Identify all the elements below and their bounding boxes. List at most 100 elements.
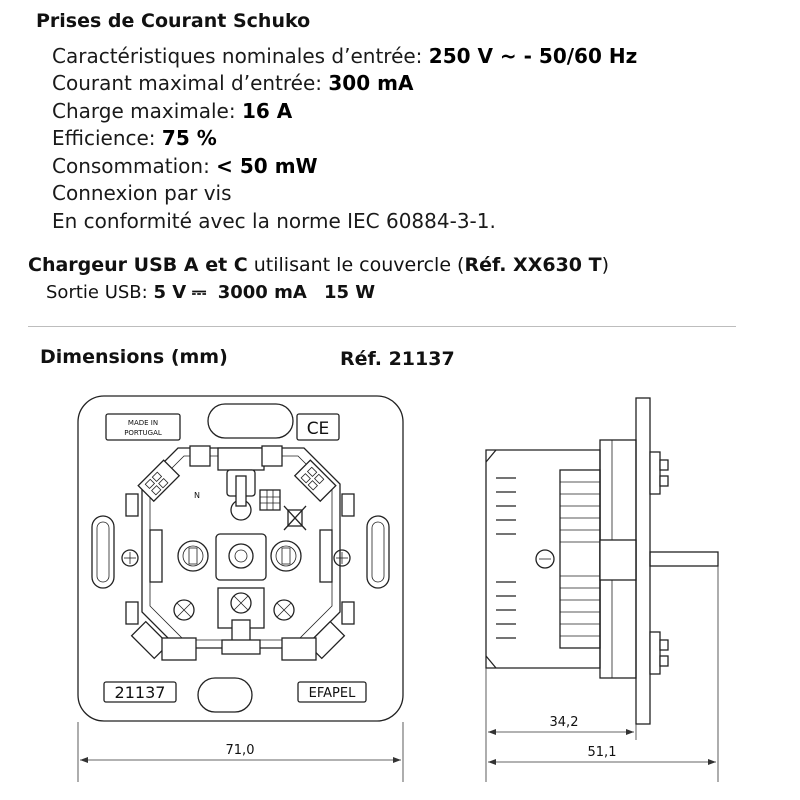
usb-title-ref: Réf. XX630 T xyxy=(464,254,602,276)
schuko-title: Prises de Courant Schuko xyxy=(36,10,311,32)
side-tab-right-top xyxy=(341,493,355,517)
usb-title: Chargeur USB A et C utilisant le couverc… xyxy=(28,256,609,275)
usb-title-end: ) xyxy=(601,254,610,276)
arrow-left-icon xyxy=(488,729,496,735)
terminal-bottom-right xyxy=(281,637,317,661)
spec-label: Courant maximal d’entrée: xyxy=(52,71,329,95)
terminal-screw-center xyxy=(217,587,265,643)
front-view: MADE IN PORTUGAL CE xyxy=(77,395,404,782)
arrow-right-icon xyxy=(708,759,716,765)
spec-compliance: En conformité avec la norme IEC 60884-3-… xyxy=(52,211,496,231)
right-side-slot-inner xyxy=(371,521,385,583)
spec-value: 75 % xyxy=(161,126,217,150)
spec-label: En conformité avec la norme IEC 60884-3-… xyxy=(52,209,496,233)
socket-hole-left xyxy=(177,540,209,572)
plate-clip-bottom xyxy=(649,631,661,675)
spec-consumption: Consommation: < 50 mW xyxy=(52,156,318,176)
usb-title-bold: Chargeur USB A et C xyxy=(28,254,248,276)
side-body-chamfer xyxy=(485,449,497,669)
plate-clip-top xyxy=(649,451,661,495)
recycle-grid-icon xyxy=(259,489,281,511)
neutral-label: N xyxy=(194,491,200,500)
connector-top-right xyxy=(293,459,337,503)
width-dimension-label: 71,0 xyxy=(226,743,255,758)
usb-output-current: 3000 mA xyxy=(217,282,307,303)
terminal-top-right xyxy=(261,445,283,467)
keyhole-shaft xyxy=(235,475,247,507)
usb-output: Sortie USB: 5 V ⎓ 3000 mA 15 W xyxy=(46,284,375,302)
spec-max-load: Charge maximale: 16 A xyxy=(52,101,292,121)
vent-lines xyxy=(496,477,516,639)
spec-value: 250 V ~ - 50/60 Hz xyxy=(428,44,638,68)
portugal-text: PORTUGAL xyxy=(124,429,162,437)
socket-hole-right xyxy=(270,540,302,572)
plate-clip-top-tip2 xyxy=(659,475,669,487)
brand-label: EFAPEL xyxy=(309,686,356,701)
plate-clip-bottom-tip2 xyxy=(659,655,669,667)
ce-label-box xyxy=(296,413,340,441)
terminal-screw-left xyxy=(173,599,195,621)
spec-value: 16 A xyxy=(241,99,293,123)
claw-teeth xyxy=(560,481,600,637)
side-rail-left xyxy=(149,529,163,583)
usb-output-power: 15 W xyxy=(323,282,376,303)
spec-rated-input: Caractéristiques nominales d’entrée: 250… xyxy=(52,46,637,66)
spec-label: Consommation: xyxy=(52,154,217,178)
usb-title-mid: utilisant le couvercle ( xyxy=(247,254,465,276)
side-view: 34,2 51,1 xyxy=(485,397,719,782)
spec-max-input-current: Courant maximal d’entrée: 300 mA xyxy=(52,73,413,93)
side-tab-right-bottom xyxy=(341,601,355,625)
total-depth-label: 51,1 xyxy=(588,745,617,760)
side-frame-center-block xyxy=(599,539,637,581)
spec-label: Connexion par vis xyxy=(52,181,232,205)
part-number-label: 21137 xyxy=(115,683,166,702)
spec-connection: Connexion par vis xyxy=(52,183,232,203)
side-rail-right xyxy=(319,529,333,583)
body-depth-label: 34,2 xyxy=(550,715,579,730)
spec-efficiency: Efficience: 75 % xyxy=(52,128,217,148)
plate-clip-bottom-tip xyxy=(659,639,669,651)
front-plate-outline xyxy=(77,395,404,722)
terminal-screw-right xyxy=(273,599,295,621)
arrow-left-icon xyxy=(80,757,88,763)
side-plate xyxy=(635,397,651,725)
spec-value: 300 mA xyxy=(328,71,414,95)
claw-region xyxy=(559,469,601,649)
terminal-top-center xyxy=(217,447,265,471)
part-number-box xyxy=(103,681,177,703)
right-side-slot xyxy=(366,515,390,589)
left-side-slot xyxy=(91,515,115,589)
side-pin xyxy=(649,551,719,567)
brand-box xyxy=(297,681,367,703)
side-tab-left-top xyxy=(125,493,139,517)
spec-label: Efficience: xyxy=(52,126,162,150)
made-in-label-box xyxy=(105,413,181,441)
section-divider xyxy=(28,326,736,327)
terminal-bottom-center xyxy=(221,639,261,655)
arrow-right-icon xyxy=(626,729,634,735)
reference-number: Réf. 21137 xyxy=(340,348,455,370)
spec-label: Caractéristiques nominales d’entrée: xyxy=(52,44,429,68)
claw-screw-left xyxy=(121,549,139,567)
made-in-text: MADE IN xyxy=(128,419,158,427)
plate-clip-top-tip xyxy=(659,459,669,471)
usb-output-label: Sortie USB: xyxy=(46,282,154,303)
side-tab-left-bottom xyxy=(125,601,139,625)
usb-output-voltage: 5 V xyxy=(153,282,187,303)
connector-bottom-left xyxy=(130,620,170,660)
weee-bin-icon xyxy=(283,505,307,531)
terminal-bottom-left xyxy=(161,637,197,661)
top-fixing-slot xyxy=(207,403,294,439)
connector-top-left xyxy=(137,459,181,503)
terminal-top-left xyxy=(189,445,211,467)
spec-value: < 50 mW xyxy=(216,154,318,178)
ce-mark-icon: CE xyxy=(307,419,330,439)
side-screw xyxy=(535,549,555,569)
spec-label: Charge maximale: xyxy=(52,99,242,123)
earth-contact-bottom xyxy=(231,619,251,643)
arrow-right-icon xyxy=(393,757,401,763)
dc-symbol-icon: ⎓ xyxy=(191,282,207,303)
dimensions-title: Dimensions (mm) xyxy=(40,346,228,368)
socket-center xyxy=(215,533,267,581)
